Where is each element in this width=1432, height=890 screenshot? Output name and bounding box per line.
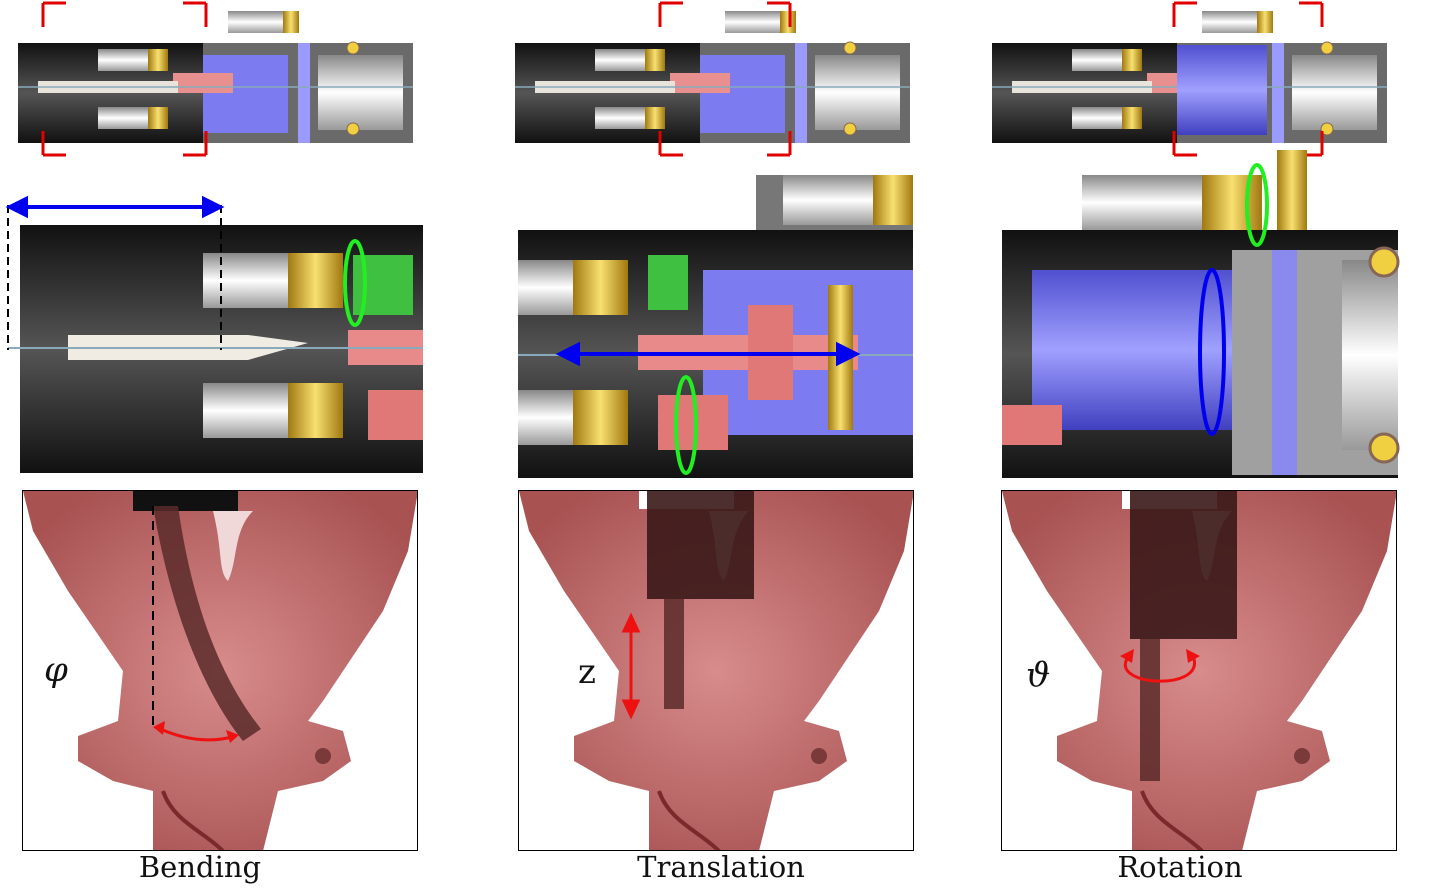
rotation-detail-schematic bbox=[1002, 150, 1400, 478]
translation-anatomy-view bbox=[518, 490, 914, 851]
translation-caption: Translation bbox=[637, 850, 805, 884]
bending-angle-symbol: φ bbox=[44, 650, 68, 690]
bending-caption: Bending bbox=[138, 850, 262, 884]
highlight-bracket bbox=[41, 1, 208, 157]
rotation-caption: Rotation bbox=[1117, 850, 1243, 884]
translation-detail-schematic bbox=[518, 175, 913, 478]
rotation-arrow bbox=[1123, 658, 1196, 683]
motor-rotation-arrow bbox=[674, 375, 698, 475]
axis-arrow bbox=[5, 195, 225, 219]
translation-arrow bbox=[621, 612, 641, 720]
bending-arrow bbox=[155, 725, 237, 742]
bending-detail-schematic bbox=[5, 195, 423, 473]
rotation-angle-symbol: ϑ bbox=[1026, 655, 1051, 695]
rotation-anatomy-view bbox=[1001, 490, 1397, 851]
bending-top-schematic bbox=[17, 1, 414, 157]
motor-rotation-arrow bbox=[343, 239, 367, 327]
rotation-axis-arrow bbox=[1198, 268, 1226, 436]
translation-top-schematic bbox=[514, 1, 911, 157]
rotation-top-schematic bbox=[991, 1, 1388, 157]
motor-rotation-arrow bbox=[1245, 163, 1269, 247]
translation-symbol: z bbox=[578, 652, 596, 692]
bending-anatomy-view bbox=[22, 490, 418, 851]
translation-axis-arrow bbox=[555, 341, 861, 367]
